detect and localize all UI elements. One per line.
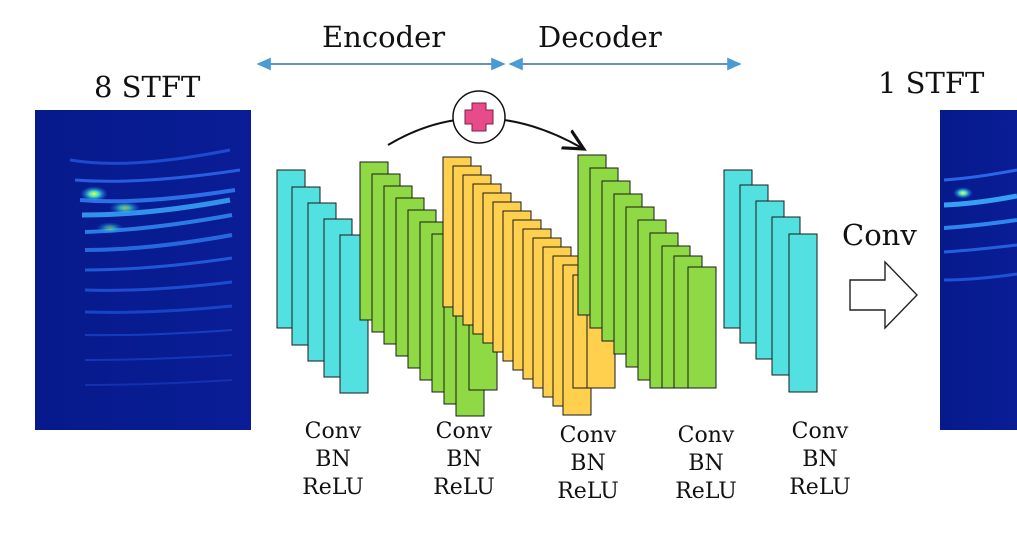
block-5-line1: Conv — [791, 419, 849, 444]
input-label: 8 STFT — [94, 70, 201, 104]
block-4-line3: ReLU — [675, 479, 737, 504]
block-3-line3: ReLU — [557, 479, 619, 504]
block-2-line3: ReLU — [433, 475, 495, 500]
hollow-arrow-right-icon — [849, 260, 918, 330]
block-4-line1: Conv — [677, 423, 735, 448]
block-2-label: Conv BN ReLU — [414, 418, 514, 502]
block-1-line1: Conv — [304, 419, 362, 444]
block-2-line2: BN — [446, 447, 482, 472]
block-4-label: Conv BN ReLU — [656, 422, 756, 506]
block-3-stack — [442, 156, 616, 416]
block-1-line3: ReLU — [302, 475, 364, 500]
block-3-label: Conv BN ReLU — [538, 422, 638, 506]
block-1-label: Conv BN ReLU — [283, 418, 383, 502]
block-1-stack — [276, 169, 369, 394]
block-3-line1: Conv — [559, 423, 617, 448]
block-4-line2: BN — [688, 451, 724, 476]
block-5-line3: ReLU — [789, 475, 851, 500]
block-4-stack — [577, 154, 717, 389]
block-2-line1: Conv — [435, 419, 493, 444]
decoder-label: Decoder — [538, 20, 662, 54]
block-5-stack — [723, 169, 818, 393]
output-spectrogram — [940, 110, 1017, 430]
plus-icon — [452, 90, 506, 144]
final-conv-label: Conv — [842, 218, 917, 252]
input-spectrogram — [35, 110, 251, 430]
output-label: 1 STFT — [878, 66, 985, 100]
block-5-line2: BN — [802, 447, 838, 472]
block-1-line2: BN — [315, 447, 351, 472]
encoder-label: Encoder — [322, 20, 446, 54]
block-3-line2: BN — [570, 451, 606, 476]
block-5-label: Conv BN ReLU — [770, 418, 870, 502]
